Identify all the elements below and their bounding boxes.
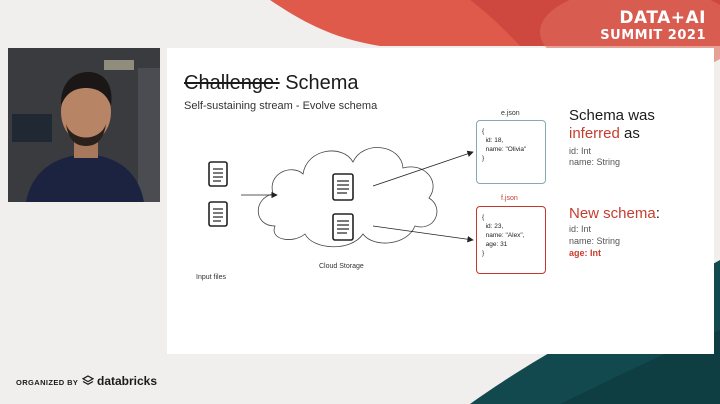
new-schema-field: name: String [569,236,621,246]
event-logo-line2: SUMMIT 2021 [600,28,706,43]
e-json-line: { [482,128,485,135]
f-json-line: name: "Alex", [482,232,525,239]
f-json-box: { id: 23, name: "Alex", age: 31 } [476,206,546,274]
f-json-label: f.json [501,195,518,202]
e-json-line: id: 18, [482,137,504,144]
f-json-line: age: 31 [482,241,508,248]
speaker-video [8,48,160,202]
slide-title-main: Schema [285,72,359,94]
e-json-box: { id: 18, name: "Olivia" } [476,120,546,184]
schema-inferred-heading: Schema was inferred as [569,107,655,143]
new-schema-field: id: Int [569,224,592,234]
arrow-to-f-json [372,225,474,243]
databricks-brand: databricks [97,374,158,388]
organized-by-label: ORGANIZED BY [16,378,79,387]
slide-title: Challenge: Schema [184,72,359,95]
databricks-logo-icon [82,375,94,385]
schema-field: name: String [569,157,621,167]
input-file-icon [208,201,228,227]
schema-field: id: Int [569,146,592,156]
slide: Challenge: Schema Self-sustaining stream… [167,48,714,354]
new-schema-highlight: New schema [569,205,656,222]
schema-inferred-rest: as [624,125,640,142]
event-logo: DATA+AI SUMMIT 2021 [600,8,706,43]
event-logo-line1: DATA+AI [619,8,706,28]
cloud-file-icon [332,213,354,241]
e-json-line: name: "Olivia" [482,146,527,153]
new-schema-added-field: age: Int [569,248,602,258]
input-files-label: Input files [196,274,226,281]
slide-title-struck: Challenge: [184,72,280,94]
cloud-file-icon [332,173,354,201]
new-schema-rest: : [655,205,660,222]
slide-subtitle: Self-sustaining stream - Evolve schema [184,100,378,112]
schema-inferred-highlight: inferred [569,125,620,142]
new-schema-heading: New schema: [569,205,660,223]
f-json-line: } [482,250,485,257]
e-json-line: } [482,155,485,162]
streaming-diagram [208,147,474,248]
cloud-storage-label: Cloud Storage [319,263,364,270]
speaker-image [8,48,160,202]
schema-inferred-line2: inferred as [569,125,655,143]
f-json-line: { [482,214,485,221]
input-file-icon [208,161,228,187]
schema-inferred-line1: Schema was [569,107,655,124]
arrow-to-e-json [372,150,474,187]
e-json-label: e.json [501,110,520,117]
f-json-line: id: 23, [482,223,504,230]
